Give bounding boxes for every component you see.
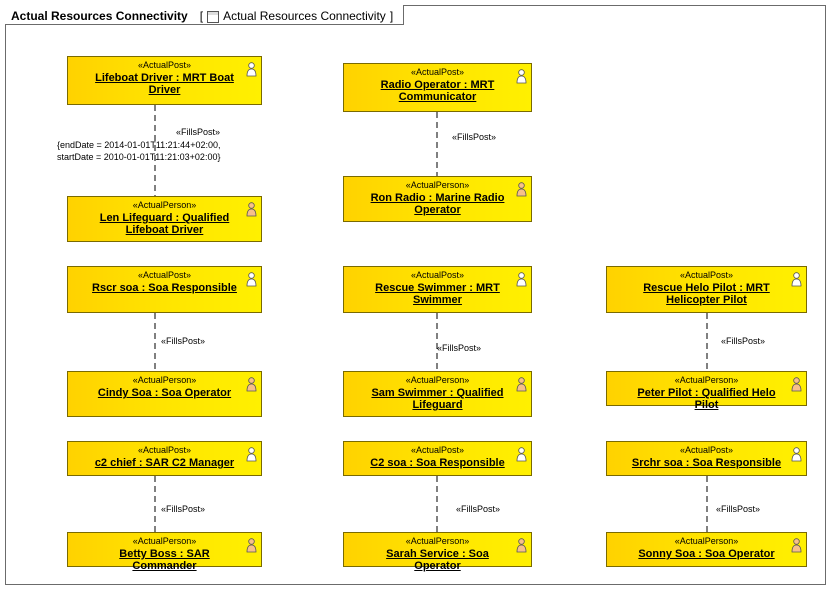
person-icon (516, 377, 527, 392)
node-title: Rescue Helo Pilot : MRT Helicopter Pilot (643, 282, 770, 306)
node-title: Radio Operator : MRT Communicator (380, 79, 495, 103)
post-rscr-soa[interactable]: «ActualPost» Rscr soa : Soa Responsible (67, 266, 262, 313)
stereotype: «ActualPerson» (674, 536, 739, 546)
person-icon (516, 538, 527, 553)
stereotype: «ActualPost» (410, 445, 465, 455)
actor-icon (246, 447, 257, 462)
fills-label-srchr: «FillsPost» (716, 504, 761, 514)
diagram-icon (207, 10, 220, 23)
node-title: Sam Swimmer : Qualified Lifeguard (371, 387, 504, 411)
stereotype: «ActualPerson» (132, 375, 197, 385)
fills-constraint-lifeboat: {endDate = 2014-01-01T11:21:44+02:00, st… (57, 139, 220, 163)
node-title: C2 soa : Soa Responsible (370, 457, 505, 469)
constraint-line-2: startDate = 2010-01-01T11:21:03+02:00} (57, 152, 221, 162)
fills-label-swimmer: «FillsPost» (437, 343, 482, 353)
actor-icon (246, 272, 257, 287)
node-title: Betty Boss : SAR Commander (119, 548, 210, 572)
node-title: c2 chief : SAR C2 Manager (94, 457, 235, 469)
node-title: Srchr soa : Soa Responsible (631, 457, 782, 469)
person-sonny-soa[interactable]: «ActualPerson» Sonny Soa : Soa Operator (606, 532, 807, 567)
person-sarah-service[interactable]: «ActualPerson» Sarah Service : Soa Opera… (343, 532, 532, 572)
post-lifeboat-driver[interactable]: «ActualPost» Lifeboat Driver : MRT Boat … (67, 56, 262, 105)
fills-label-rscr: «FillsPost» (161, 336, 206, 346)
bracket-close: ] (389, 8, 394, 23)
fills-label-c2soa: «FillsPost» (456, 504, 501, 514)
actor-icon (791, 272, 802, 287)
stereotype: «ActualPost» (679, 445, 734, 455)
actor-icon (516, 447, 527, 462)
node-title: Sonny Soa : Soa Operator (638, 548, 775, 560)
person-icon (246, 377, 257, 392)
node-title: Sarah Service : Soa Operator (386, 548, 489, 572)
post-rescue-swimmer[interactable]: «ActualPost» Rescue Swimmer : MRT Swimme… (343, 266, 532, 313)
actor-icon (791, 447, 802, 462)
stereotype: «ActualPerson» (405, 180, 470, 190)
node-title: Ron Radio : Marine Radio Operator (370, 192, 505, 216)
fills-label-helo: «FillsPost» (721, 336, 766, 346)
diagram-name: Actual Resources Connectivity (11, 8, 188, 23)
stereotype: «ActualPost» (137, 270, 192, 280)
node-title: Rescue Swimmer : MRT Swimmer (375, 282, 500, 306)
person-sam-swimmer[interactable]: «ActualPerson» Sam Swimmer : Qualified L… (343, 371, 532, 417)
person-cindy-soa[interactable]: «ActualPerson» Cindy Soa : Soa Operator (67, 371, 262, 417)
person-icon (516, 182, 527, 197)
actor-icon (246, 62, 257, 77)
post-c2-chief[interactable]: «ActualPost» c2 chief : SAR C2 Manager (67, 441, 262, 476)
post-radio-operator[interactable]: «ActualPost» Radio Operator : MRT Commun… (343, 63, 532, 112)
post-srchr-soa[interactable]: «ActualPost» Srchr soa : Soa Responsible (606, 441, 807, 476)
fills-label-radio: «FillsPost» (452, 132, 497, 142)
stereotype: «ActualPost» (137, 445, 192, 455)
node-title: Lifeboat Driver : MRT Boat Driver (95, 72, 234, 96)
actor-icon (516, 69, 527, 84)
diagram-tab-title: Actual Resources Connectivity (223, 8, 386, 23)
person-len-lifeguard[interactable]: «ActualPerson» Len Lifeguard : Qualified… (67, 196, 262, 242)
stereotype: «ActualPost» (410, 67, 465, 77)
person-icon (791, 377, 802, 392)
node-title: Rscr soa : Soa Responsible (92, 282, 237, 294)
constraint-line-1: {endDate = 2014-01-01T11:21:44+02:00, (57, 140, 221, 150)
post-c2-soa[interactable]: «ActualPost» C2 soa : Soa Responsible (343, 441, 532, 476)
stereotype: «ActualPerson» (674, 375, 739, 385)
stereotype: «ActualPost» (679, 270, 734, 280)
diagram-header: Actual Resources Connectivity [ Actual R… (5, 5, 405, 25)
stereotype: «ActualPerson» (405, 375, 470, 385)
node-title: Cindy Soa : Soa Operator (97, 387, 232, 399)
fills-label-lifeboat: «FillsPost» (176, 127, 221, 137)
person-betty-boss[interactable]: «ActualPerson» Betty Boss : SAR Commande… (67, 532, 262, 572)
stereotype: «ActualPost» (137, 60, 192, 70)
person-ron-radio[interactable]: «ActualPerson» Ron Radio : Marine Radio … (343, 176, 532, 222)
bracket-open: [ (199, 8, 204, 23)
person-icon (791, 538, 802, 553)
stereotype: «ActualPerson» (405, 536, 470, 546)
post-rescue-helo-pilot[interactable]: «ActualPost» Rescue Helo Pilot : MRT Hel… (606, 266, 807, 313)
node-title: Peter Pilot : Qualified Helo Pilot (637, 387, 776, 411)
person-icon (246, 538, 257, 553)
person-peter-pilot[interactable]: «ActualPerson» Peter Pilot : Qualified H… (606, 371, 807, 411)
node-title: Len Lifeguard : Qualified Lifeboat Drive… (99, 212, 230, 236)
actor-icon (516, 272, 527, 287)
stereotype: «ActualPost» (410, 270, 465, 280)
fills-label-c2chief: «FillsPost» (161, 504, 206, 514)
person-icon (246, 202, 257, 217)
stereotype: «ActualPerson» (132, 200, 197, 210)
stereotype: «ActualPerson» (132, 536, 197, 546)
